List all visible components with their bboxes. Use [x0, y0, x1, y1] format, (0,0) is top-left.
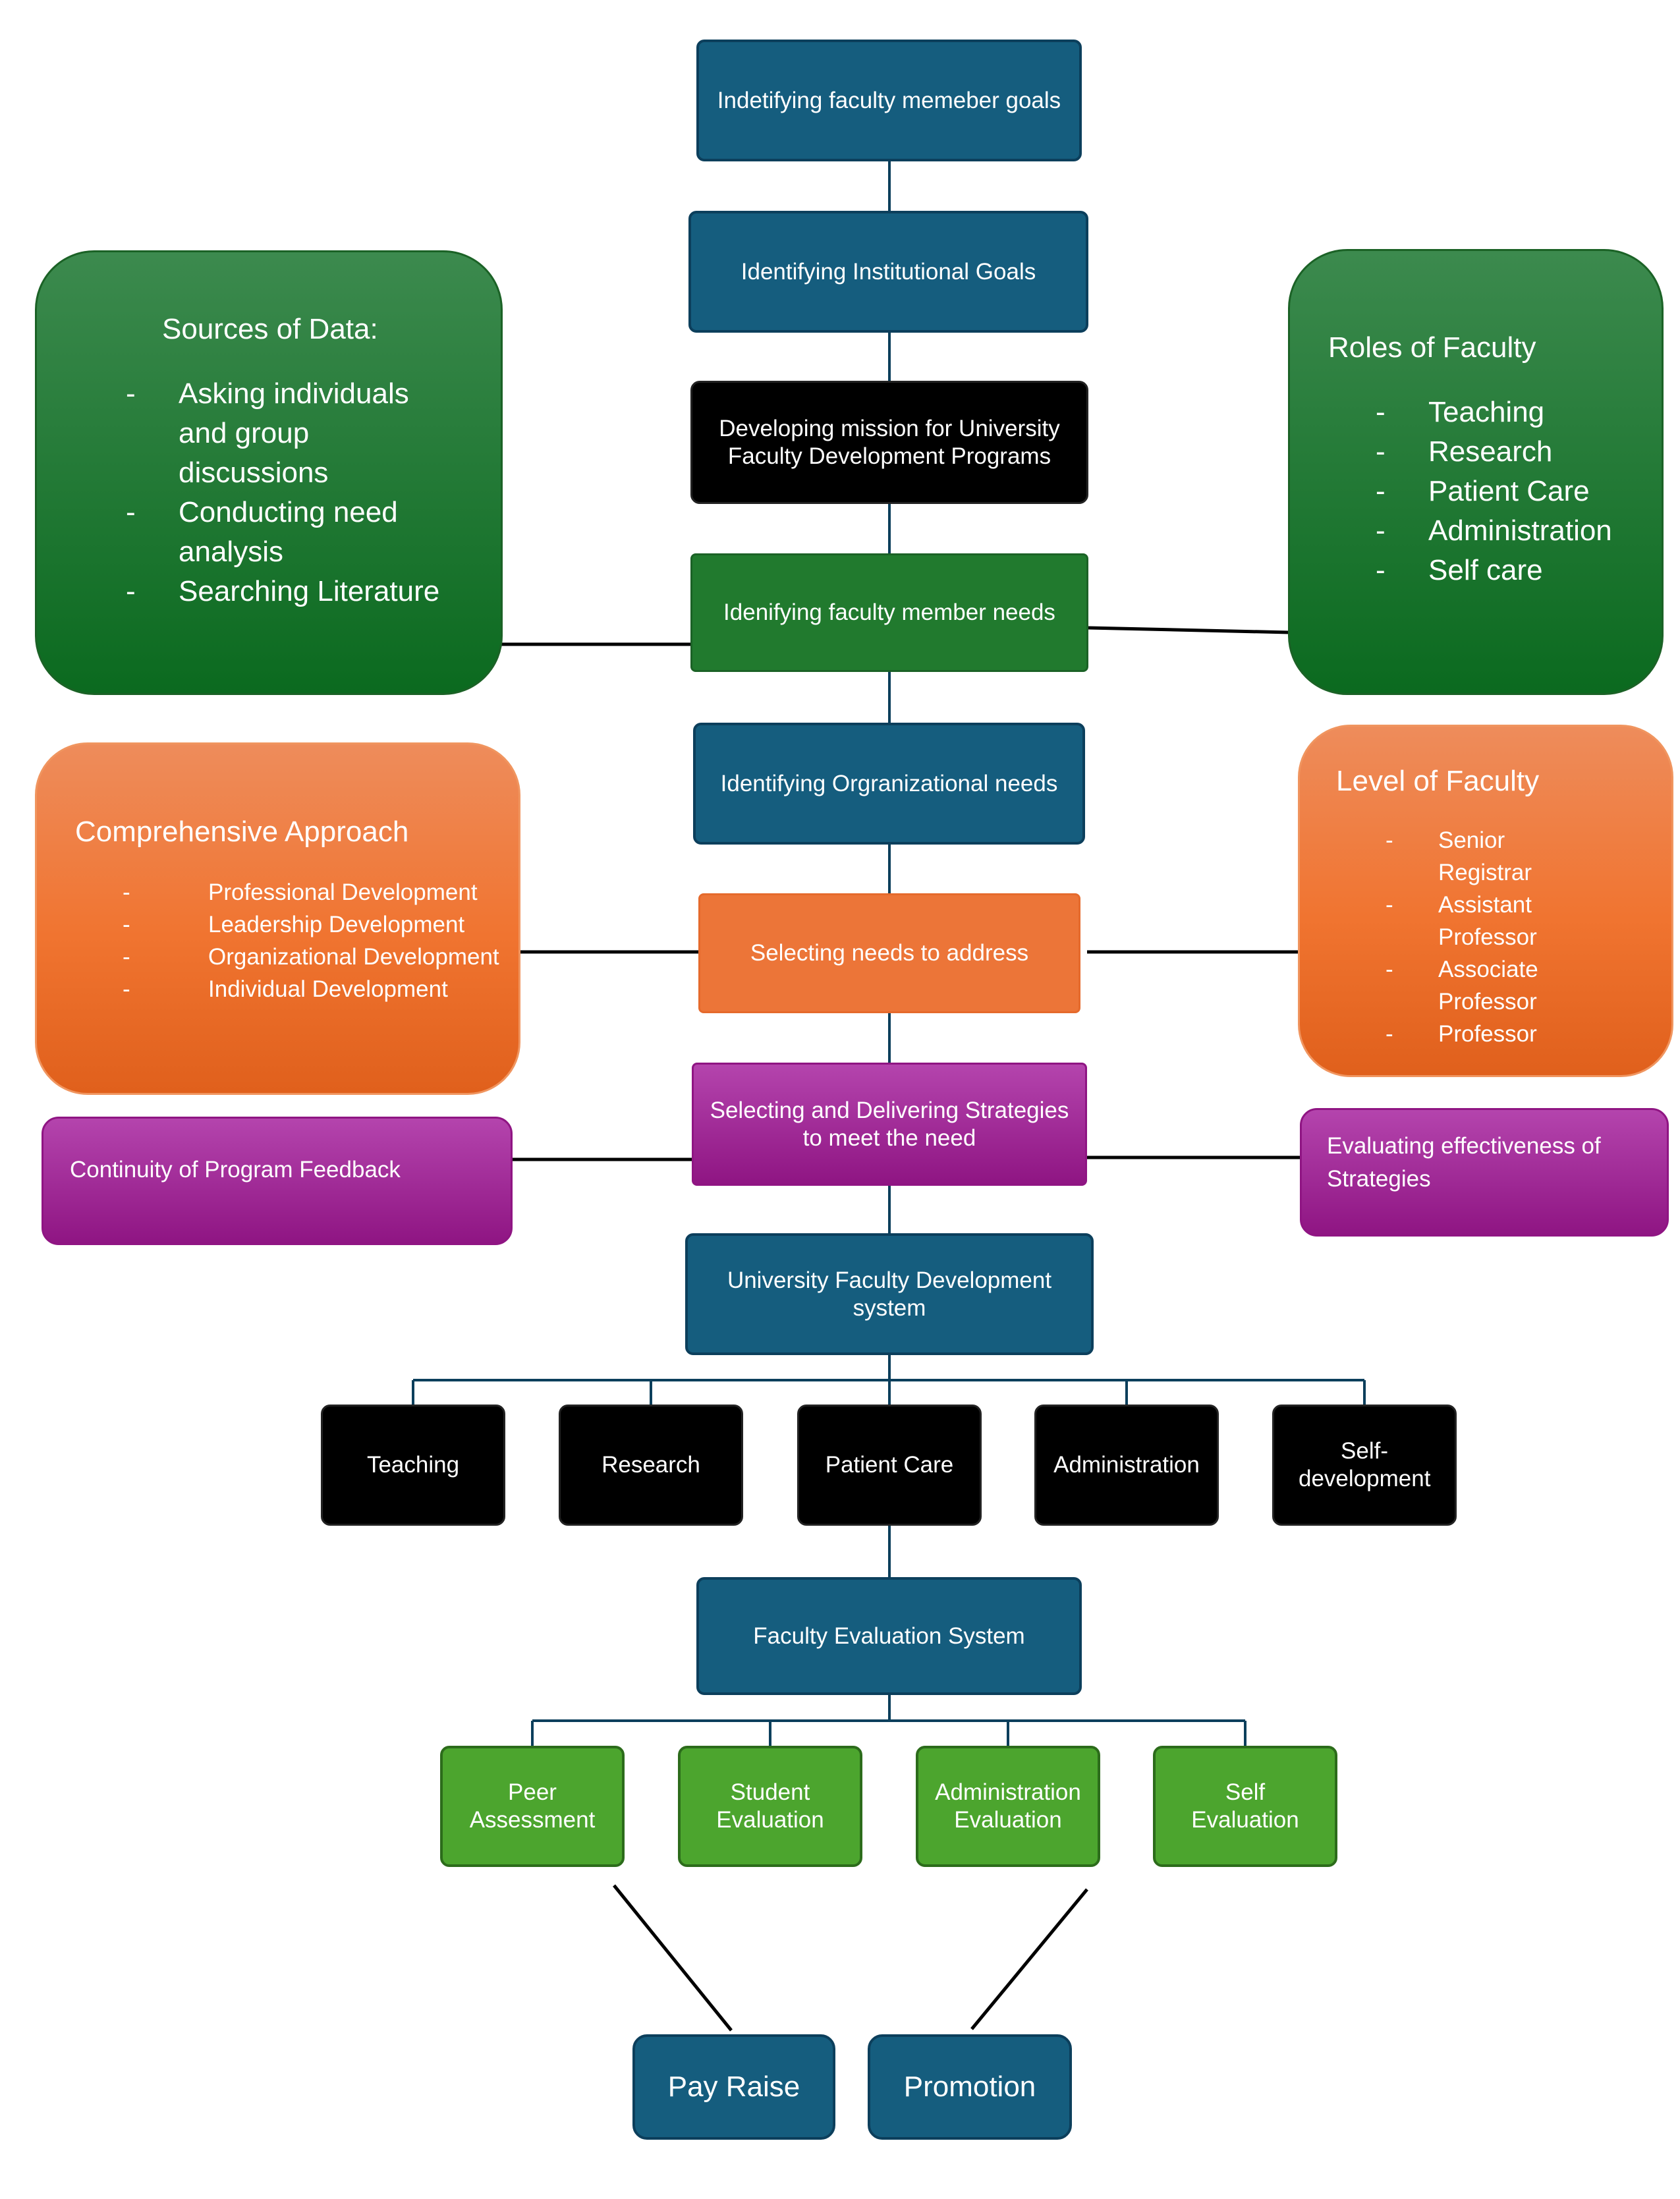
- area-patient-care-box: Patient Care: [797, 1405, 982, 1526]
- list-item: -Patient Care: [1376, 475, 1590, 507]
- list-item: -Teaching: [1376, 396, 1545, 428]
- comprehensive-approach-list: -Professional Development -Leadership De…: [123, 876, 518, 1005]
- area-label: Teaching: [366, 1452, 460, 1478]
- member-needs-label: Idenifying faculty member needs: [723, 599, 1055, 625]
- list-item: -Administration: [1376, 515, 1612, 547]
- sources-of-data-title: Sources of Data:: [162, 313, 378, 345]
- pay-raise-box: Pay Raise: [632, 2034, 835, 2140]
- administration-evaluation-box: Administration Evaluation: [916, 1746, 1100, 1867]
- student-evaluation-box: Student Evaluation: [678, 1746, 862, 1867]
- list-item: -Organizational Development: [123, 944, 499, 970]
- faculty-evaluation-system-label: Faculty Evaluation System: [753, 1623, 1025, 1649]
- area-administration-box: Administration: [1034, 1405, 1219, 1526]
- list-item: -Professional Development: [123, 879, 478, 905]
- comprehensive-approach-title: Comprehensive Approach: [75, 816, 409, 848]
- strategies-label: Selecting and Delivering Strategies to m…: [710, 1097, 1069, 1151]
- level-of-faculty-list: -Senior Registrar -Assistant Professor -…: [1386, 824, 1603, 1050]
- outcome-label: Pay Raise: [667, 2070, 800, 2103]
- area-research-box: Research: [559, 1405, 743, 1526]
- continuity-feedback-label: Continuity of Program Feedback: [70, 1157, 401, 1183]
- organizational-needs-box: Identifying Orgranizational needs: [693, 723, 1085, 845]
- roles-of-faculty-title: Roles of Faculty: [1328, 331, 1536, 364]
- list-item: -Searching Literature: [126, 575, 440, 607]
- faculty-development-system-label: University Faculty Development system: [727, 1267, 1052, 1321]
- area-label: Self-development: [1299, 1438, 1431, 1491]
- faculty-development-system-box: University Faculty Development system: [685, 1233, 1094, 1355]
- self-evaluation-box: Self Evaluation: [1153, 1746, 1337, 1867]
- evaluation-label: Student Evaluation: [716, 1779, 824, 1833]
- identifying-faculty-goals-box: Indetifying faculty memeber goals: [696, 40, 1082, 161]
- sources-of-data-panel: Sources of Data: -Asking individuals and…: [35, 250, 503, 695]
- list-item: -Leadership Development: [123, 912, 465, 937]
- sources-of-data-list: -Asking individuals and group discussion…: [126, 374, 455, 611]
- level-of-faculty-panel: Level of Faculty -Senior Registrar -Assi…: [1298, 725, 1673, 1077]
- mission-box: Developing mission for University Facult…: [690, 381, 1088, 504]
- mission-label: Developing mission for University Facult…: [719, 415, 1060, 469]
- peer-assessment-box: Peer Assessment: [440, 1746, 625, 1867]
- outcome-label: Promotion: [903, 2070, 1036, 2103]
- area-label: Research: [602, 1452, 700, 1478]
- level-of-faculty-title: Level of Faculty: [1336, 765, 1540, 797]
- area-self-development-box: Self-development: [1272, 1405, 1457, 1526]
- list-item: -Asking individuals and group discussion…: [126, 377, 409, 489]
- evaluating-effectiveness-panel: Evaluating effectiveness of Strategies: [1300, 1108, 1669, 1237]
- list-item: -Individual Development: [123, 976, 448, 1002]
- list-item: -Conducting need analysis: [126, 496, 398, 568]
- area-teaching-box: Teaching: [321, 1405, 505, 1526]
- list-item: -Self care: [1376, 554, 1543, 586]
- institutional-goals-label: Identifying Institutional Goals: [741, 258, 1036, 285]
- faculty-evaluation-system-box: Faculty Evaluation System: [696, 1577, 1082, 1695]
- evaluation-label: Self Evaluation: [1191, 1779, 1299, 1833]
- institutional-goals-box: Identifying Institutional Goals: [688, 211, 1088, 333]
- area-label: Administration: [1053, 1452, 1200, 1478]
- identifying-faculty-goals-label: Indetifying faculty memeber goals: [717, 87, 1061, 113]
- roles-of-faculty-panel: Roles of Faculty -Teaching -Research -Pa…: [1288, 249, 1664, 695]
- selecting-needs-box: Selecting needs to address: [698, 893, 1080, 1013]
- list-item: -Professor: [1386, 1021, 1537, 1047]
- promotion-box: Promotion: [868, 2034, 1072, 2140]
- organizational-needs-label: Identifying Orgranizational needs: [720, 770, 1058, 796]
- list-item: -Associate Professor: [1386, 957, 1538, 1015]
- continuity-feedback-panel: Continuity of Program Feedback: [42, 1117, 513, 1245]
- evaluating-effectiveness-label: Evaluating effectiveness of Strategies: [1327, 1133, 1601, 1192]
- list-item: -Senior Registrar: [1386, 827, 1532, 885]
- list-item: -Assistant Professor: [1386, 892, 1537, 950]
- member-needs-box: Idenifying faculty member needs: [690, 553, 1088, 672]
- strategies-box: Selecting and Delivering Strategies to m…: [692, 1063, 1087, 1186]
- selecting-needs-label: Selecting needs to address: [750, 940, 1029, 966]
- evaluation-label: Administration Evaluation: [935, 1779, 1081, 1833]
- roles-of-faculty-list: -Teaching -Research -Patient Care -Admin…: [1376, 393, 1652, 590]
- area-label: Patient Care: [825, 1452, 954, 1478]
- list-item: -Research: [1376, 435, 1553, 468]
- evaluation-label: Peer Assessment: [469, 1779, 596, 1833]
- comprehensive-approach-panel: Comprehensive Approach -Professional Dev…: [35, 742, 520, 1095]
